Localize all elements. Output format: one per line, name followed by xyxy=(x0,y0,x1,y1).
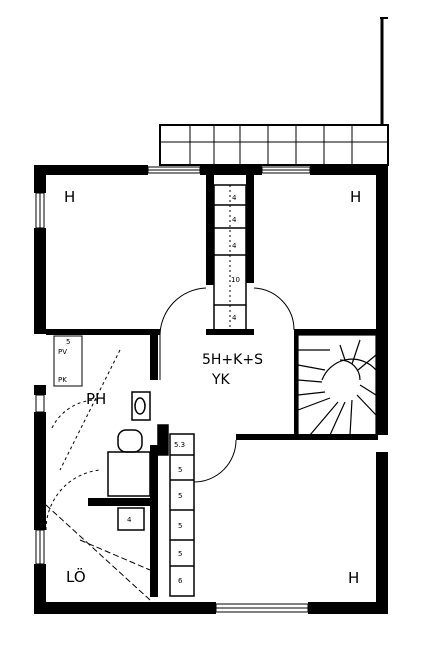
room-label-top-left-bedroom: H xyxy=(64,188,75,206)
room-label-bottom-right-bedroom: H xyxy=(348,569,359,587)
room-label-top-right-bedroom: H xyxy=(350,188,361,206)
outer-walls xyxy=(34,165,388,614)
closet-label: 6 xyxy=(178,577,183,585)
closet-label: 5.3 xyxy=(174,441,185,449)
bath-fixtures xyxy=(53,335,151,531)
lower-closet-labels: 5.3 5 5 5 5 6 xyxy=(174,441,185,585)
bath-labels: 5 PV PK 4 xyxy=(58,338,132,524)
closet-label: 4 xyxy=(232,314,237,322)
room-label-sauna: LÖ xyxy=(66,567,86,586)
staircase xyxy=(297,334,377,436)
upper-closets xyxy=(213,184,247,331)
closet-label: 5 xyxy=(178,466,182,474)
closet-label: 4 xyxy=(232,216,237,224)
closet-label: 4 xyxy=(127,516,132,524)
interior-walls xyxy=(46,175,378,597)
closet-label: 4 xyxy=(232,194,237,202)
room-label-bathroom: PH xyxy=(86,390,106,408)
lower-closets xyxy=(157,424,195,597)
closet-label: 4 xyxy=(232,242,237,250)
bath-mark: 5 xyxy=(66,338,70,346)
upper-closet-labels: 4 4 4 10 4 xyxy=(231,194,240,322)
room-labels: H H H PH LÖ 5H+K+S YK xyxy=(64,188,361,587)
closet-label: 5 xyxy=(178,550,182,558)
closet-label: 5 xyxy=(178,522,182,530)
balcony xyxy=(159,17,389,166)
door-swings xyxy=(45,287,295,601)
apartment-type-label: 5H+K+S xyxy=(202,352,263,368)
closet-label: 10 xyxy=(231,276,240,284)
hall-label: YK xyxy=(211,372,231,388)
bath-mark: PV xyxy=(58,348,67,356)
closet-label: 5 xyxy=(178,492,182,500)
windows xyxy=(35,166,311,613)
bath-mark: PK xyxy=(58,376,67,384)
